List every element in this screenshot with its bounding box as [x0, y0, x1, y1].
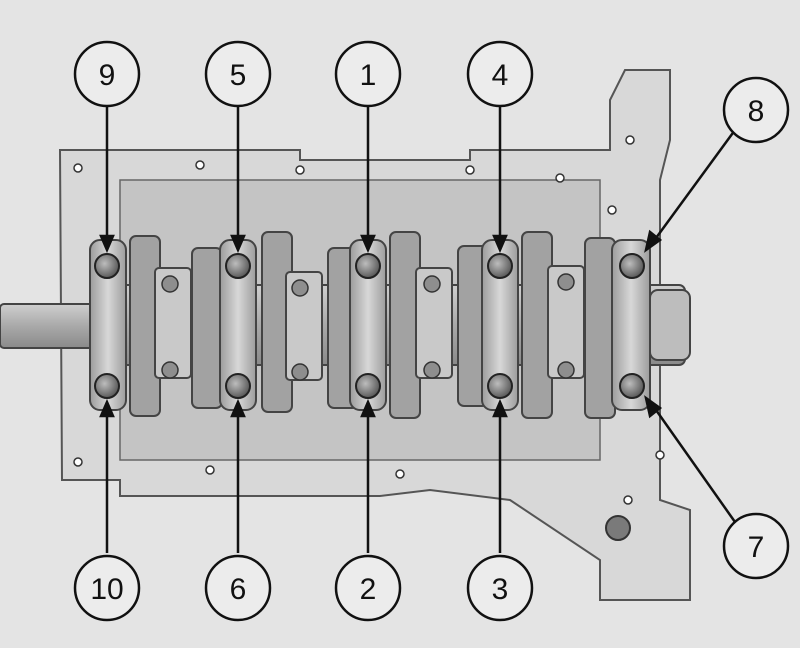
- bolt-3: [487, 373, 513, 399]
- callout-4: 4: [466, 40, 534, 108]
- bolt-1: [355, 253, 381, 279]
- crankshaft-flange: [649, 289, 691, 361]
- bearing-cap-4: [481, 239, 519, 411]
- bearing-cap-1: [89, 239, 127, 411]
- bearing-cap-2: [219, 239, 257, 411]
- arrow-9: [99, 234, 115, 254]
- arrow-6: [230, 398, 246, 418]
- arrow-5: [230, 234, 246, 254]
- bolt-8: [619, 253, 645, 279]
- callout-label-6: 6: [230, 573, 247, 606]
- bolt-7: [619, 373, 645, 399]
- bolt-5: [225, 253, 251, 279]
- callout-label-10: 10: [90, 573, 123, 606]
- arrow-4: [492, 234, 508, 254]
- callout-5: 5: [204, 40, 272, 108]
- bearing-cap-3: [349, 239, 387, 411]
- callout-label-1: 1: [360, 59, 377, 92]
- callout-7: 7: [722, 512, 790, 580]
- callout-label-2: 2: [360, 573, 377, 606]
- callout-2: 2: [334, 554, 402, 622]
- bearing-cap-5: [611, 239, 651, 411]
- bolt-6: [225, 373, 251, 399]
- bolt-9: [94, 253, 120, 279]
- bolt-4: [487, 253, 513, 279]
- callout-10: 10: [73, 554, 141, 622]
- callout-label-7: 7: [748, 531, 765, 564]
- callout-1: 1: [334, 40, 402, 108]
- callout-label-5: 5: [230, 59, 247, 92]
- arrow-10: [99, 398, 115, 418]
- callout-label-8: 8: [748, 95, 765, 128]
- bolt-2: [355, 373, 381, 399]
- callout-3: 3: [466, 554, 534, 622]
- arrow-8: [644, 229, 663, 253]
- callout-label-4: 4: [492, 59, 509, 92]
- leader-lines: [99, 107, 737, 553]
- arrow-1: [360, 234, 376, 254]
- main-bearing-caps: [89, 239, 651, 411]
- callout-6: 6: [204, 554, 272, 622]
- arrow-7: [644, 395, 663, 419]
- arrow-3: [492, 398, 508, 418]
- callout-9: 9: [73, 40, 141, 108]
- callout-label-3: 3: [492, 573, 509, 606]
- callout-8: 8: [722, 76, 790, 144]
- callout-label-9: 9: [99, 59, 116, 92]
- arrow-2: [360, 398, 376, 418]
- bolt-10: [94, 373, 120, 399]
